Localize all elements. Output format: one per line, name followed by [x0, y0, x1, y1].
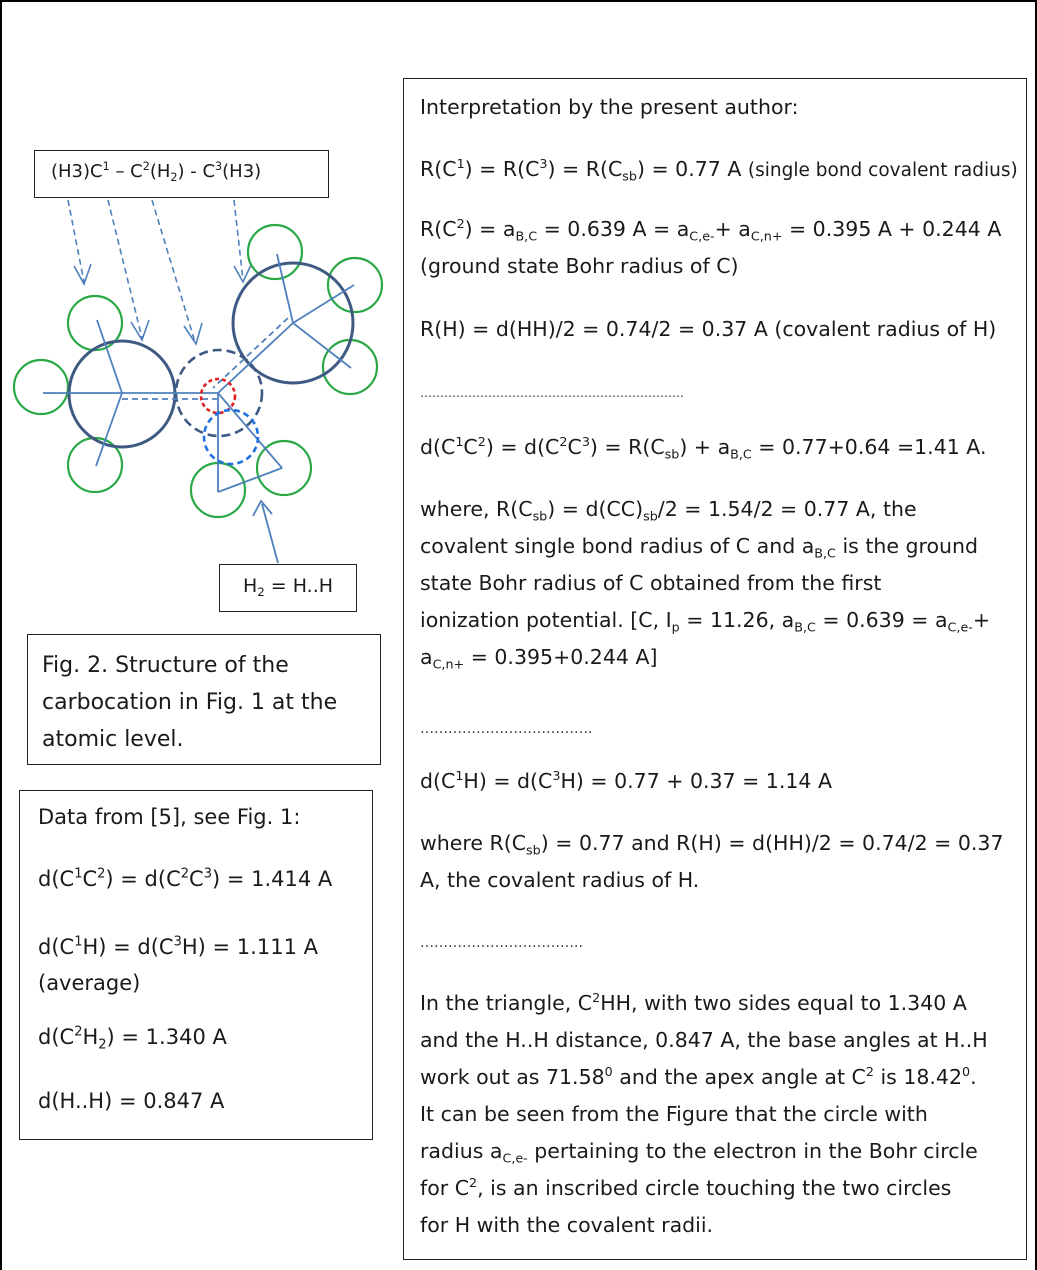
electron-bohr-circle: [199, 377, 237, 415]
eq-r-c: R(C1) = R(C3) = R(Csb) = 0.77 A (single …: [420, 155, 1018, 184]
h-atom-circle: [326, 256, 384, 314]
data-d-ch: d(C1H) = d(C3H) = 1.111 A(average): [38, 934, 318, 995]
carbocation-diagram: [12, 199, 384, 564]
caption-line: carbocation in Fig. 1 at the: [42, 690, 338, 715]
data-title: Data from [5], see Fig. 1:: [38, 805, 301, 829]
h2-inscribed-circle: [202, 408, 260, 466]
interpretation-box: Interpretation by the present author: R(…: [403, 78, 1027, 1260]
triangle-paragraph: In the triangle, C2HH, with two sides eq…: [420, 989, 988, 1237]
data-d-hh: d(H..H) = 0.847 A: [38, 1089, 225, 1113]
data-box: Data from [5], see Fig. 1: d(C1C2) = d(C…: [19, 790, 373, 1140]
eq-r-c2: R(C2) = aB,C = 0.639 A = aC,e-+ aC,n+ = …: [420, 215, 1002, 278]
caption-line: Fig. 2. Structure of the: [42, 653, 289, 678]
figure-caption: Fig. 2. Structure of the carbocation in …: [27, 634, 381, 765]
carbon-3-circle: [231, 261, 355, 385]
interpretation-heading: Interpretation by the present author:: [420, 95, 799, 119]
h-atom-circle: [12, 358, 70, 416]
h2-label: H2 = H..H: [219, 564, 357, 612]
molecule-label: (H3)C1 – C2(H2) - C3(H3): [34, 150, 329, 198]
where-paragraph-2: where R(Csb) = 0.77 and R(H) = d(HH)/2 =…: [420, 831, 1004, 892]
eq-d-cc: d(C1C2) = d(C2C3) = R(Csb) + aB,C = 0.77…: [420, 433, 987, 462]
h-atom-circle: [246, 223, 304, 281]
separator: ……………………………..: [420, 935, 583, 951]
eq-d-ch: d(C1H) = d(C3H) = 0.77 + 0.37 = 1.14 A: [420, 767, 832, 793]
separator: ……………………………….: [420, 721, 593, 737]
where-paragraph-1: where, R(Csb) = d(CC)sb/2 = 1.54/2 = 0.7…: [420, 497, 991, 672]
eq-r-h: R(H) = d(HH)/2 = 0.74/2 = 0.37 A (covale…: [420, 317, 997, 341]
data-d-c2h2: d(C2H2) = 1.340 A: [38, 1024, 227, 1053]
separator: …………………………………………………………: [420, 386, 684, 400]
h-atom-circle: [255, 439, 313, 497]
data-d-cc: d(C1C2) = d(C2C3) = 1.414 A: [38, 866, 333, 891]
caption-line: atomic level.: [42, 727, 184, 752]
